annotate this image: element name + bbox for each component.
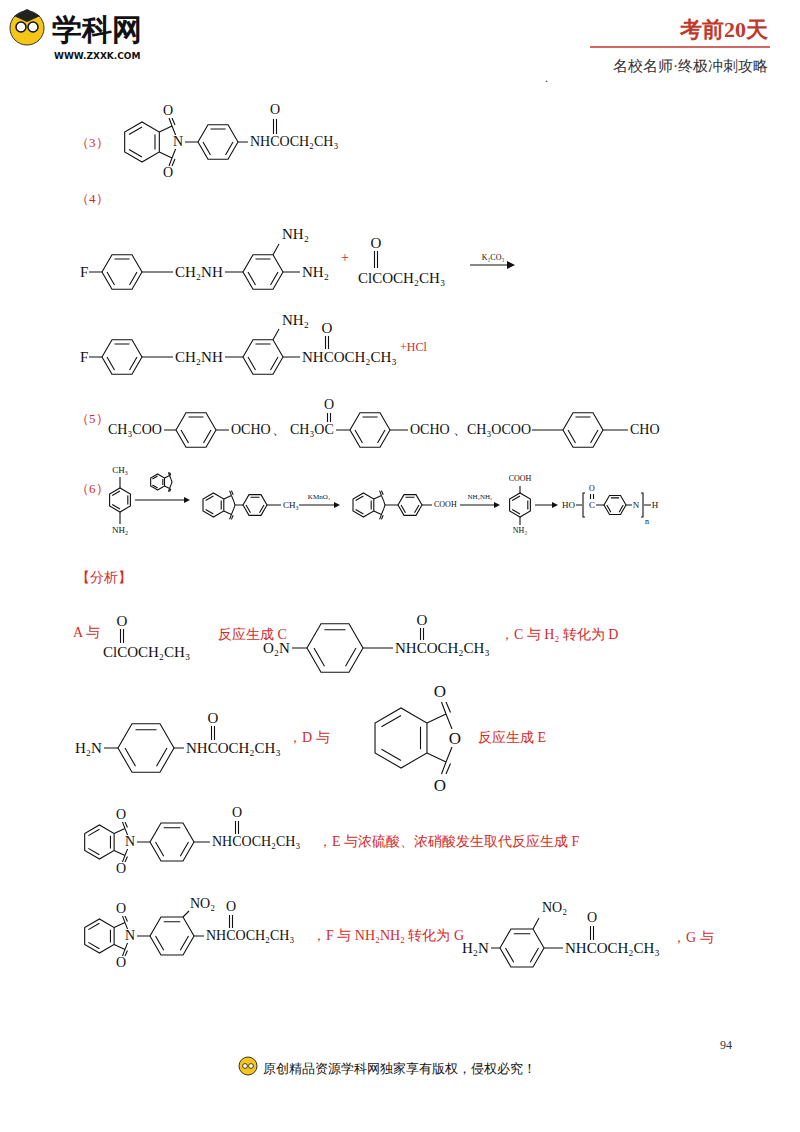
- group-label: NHCOCH₂CH₃: [250, 135, 338, 149]
- atom-label: O: [417, 613, 428, 628]
- group-label: NHCOCH₂CH₃: [212, 835, 300, 849]
- analysis-text: ，G 与: [672, 931, 714, 945]
- group-label: NHCOCH₂CH₃: [565, 941, 660, 956]
- atom-label: O: [163, 166, 173, 180]
- group-label: OCHO: [410, 423, 450, 437]
- atom-label: O: [449, 730, 461, 747]
- logo-url: WWW.ZXXK.COM: [54, 52, 140, 61]
- atom-label: O: [324, 398, 334, 412]
- atom-label: C: [589, 501, 595, 510]
- atom-label: O: [116, 808, 126, 822]
- atom-label: O: [587, 911, 597, 925]
- group-label: HO: [562, 501, 575, 510]
- atom-label: O: [116, 862, 126, 876]
- page-number: 94: [720, 1039, 732, 1051]
- separator: 、: [272, 423, 286, 437]
- header-title: 考前20天: [680, 19, 768, 41]
- atom-label: O: [208, 711, 219, 726]
- group-label: CH₂NH: [175, 265, 223, 280]
- group-label: O₂N: [263, 641, 290, 656]
- group-label: H₂N: [462, 941, 489, 956]
- atom-label: F: [80, 265, 88, 280]
- group-label: CH₃: [112, 466, 128, 475]
- atom-label: O: [434, 777, 446, 794]
- item-number: （3）: [76, 136, 109, 149]
- item-number: （5）: [76, 412, 109, 425]
- group-label: NH₂: [302, 265, 329, 280]
- atom-label: H: [652, 501, 659, 510]
- group-label: CH₂NH: [175, 350, 223, 365]
- atom-label: N: [173, 135, 183, 149]
- atom-label: O: [226, 900, 236, 914]
- group-label: ClCOCH₂CH₃: [358, 271, 445, 286]
- item-number: （6）: [76, 482, 109, 495]
- atom-label: O: [371, 236, 382, 251]
- atom-label: O: [589, 485, 595, 493]
- group-label: NHCOCH₂CH₃: [395, 641, 490, 656]
- group-label: CHO: [630, 423, 660, 437]
- analysis-text: ，E 与浓硫酸、浓硝酸发生取代反应生成 F: [318, 835, 579, 849]
- header-subtitle: 名校名师·终极冲刺攻略: [613, 59, 768, 74]
- repeat-index: n: [645, 518, 649, 526]
- group-label: CH₃: [283, 501, 299, 510]
- group-label: 、CH₃OCOO: [453, 423, 531, 437]
- atom-label: N: [633, 501, 640, 510]
- group-label: CH₃OC: [290, 423, 334, 437]
- logo-text: 学科网: [52, 15, 142, 45]
- reagent-label: KMnO₄: [308, 494, 330, 501]
- atom-label: O: [270, 103, 280, 117]
- group-label: NH₂: [282, 313, 309, 328]
- analysis-text: A 与: [73, 626, 100, 640]
- group-label: NH₂: [282, 227, 309, 242]
- group-label: NO₂: [190, 897, 215, 911]
- reagent-label: K₂CO₃: [482, 254, 504, 262]
- atom-label: F: [80, 350, 88, 365]
- plus-sign: +: [341, 251, 349, 265]
- header-dot: .: [545, 72, 548, 84]
- group-label: COOH: [434, 501, 457, 509]
- analysis-text: ，C 与 H₂ 转化为 D: [500, 628, 618, 642]
- analysis-text: 反应生成 E: [478, 731, 546, 745]
- atom-label: O: [434, 683, 446, 700]
- group-label: NHCOCH₂CH₃: [302, 350, 397, 365]
- group-label: NH₂: [513, 527, 527, 535]
- group-label: COOH: [509, 475, 532, 483]
- atom-label: N: [125, 929, 135, 943]
- group-label: OCHO: [231, 423, 271, 437]
- atom-label: N: [125, 835, 135, 849]
- group-label: NHCOCH₂CH₃: [186, 741, 281, 756]
- group-label: H₂N: [75, 741, 102, 756]
- group-label: NH₂: [112, 526, 128, 535]
- atom-label: O: [117, 614, 128, 629]
- group-label: CH₃COO: [108, 423, 162, 437]
- atom-label: O: [116, 956, 126, 970]
- atom-label: O: [163, 104, 173, 118]
- group-label: NHCOCH₂CH₃: [206, 929, 294, 943]
- group-label: ClCOCH₂CH₃: [103, 645, 190, 660]
- section-heading: 【分析】: [76, 571, 132, 585]
- reagent-label: NH₂NH₂: [467, 494, 492, 501]
- footer-note: 原创精品资源学科网独家享有版权，侵权必究！: [263, 1062, 536, 1075]
- analysis-text: ，F 与 NH₂NH₂ 转化为 G: [312, 929, 464, 943]
- atom-label: O: [322, 321, 333, 336]
- group-label: NO₂: [542, 901, 567, 915]
- analysis-text: ，D 与: [288, 731, 330, 745]
- atom-label: O: [232, 806, 242, 820]
- atom-label: O: [116, 902, 126, 916]
- item-number: （4）: [76, 192, 109, 205]
- byproduct-label: +HCl: [400, 341, 427, 353]
